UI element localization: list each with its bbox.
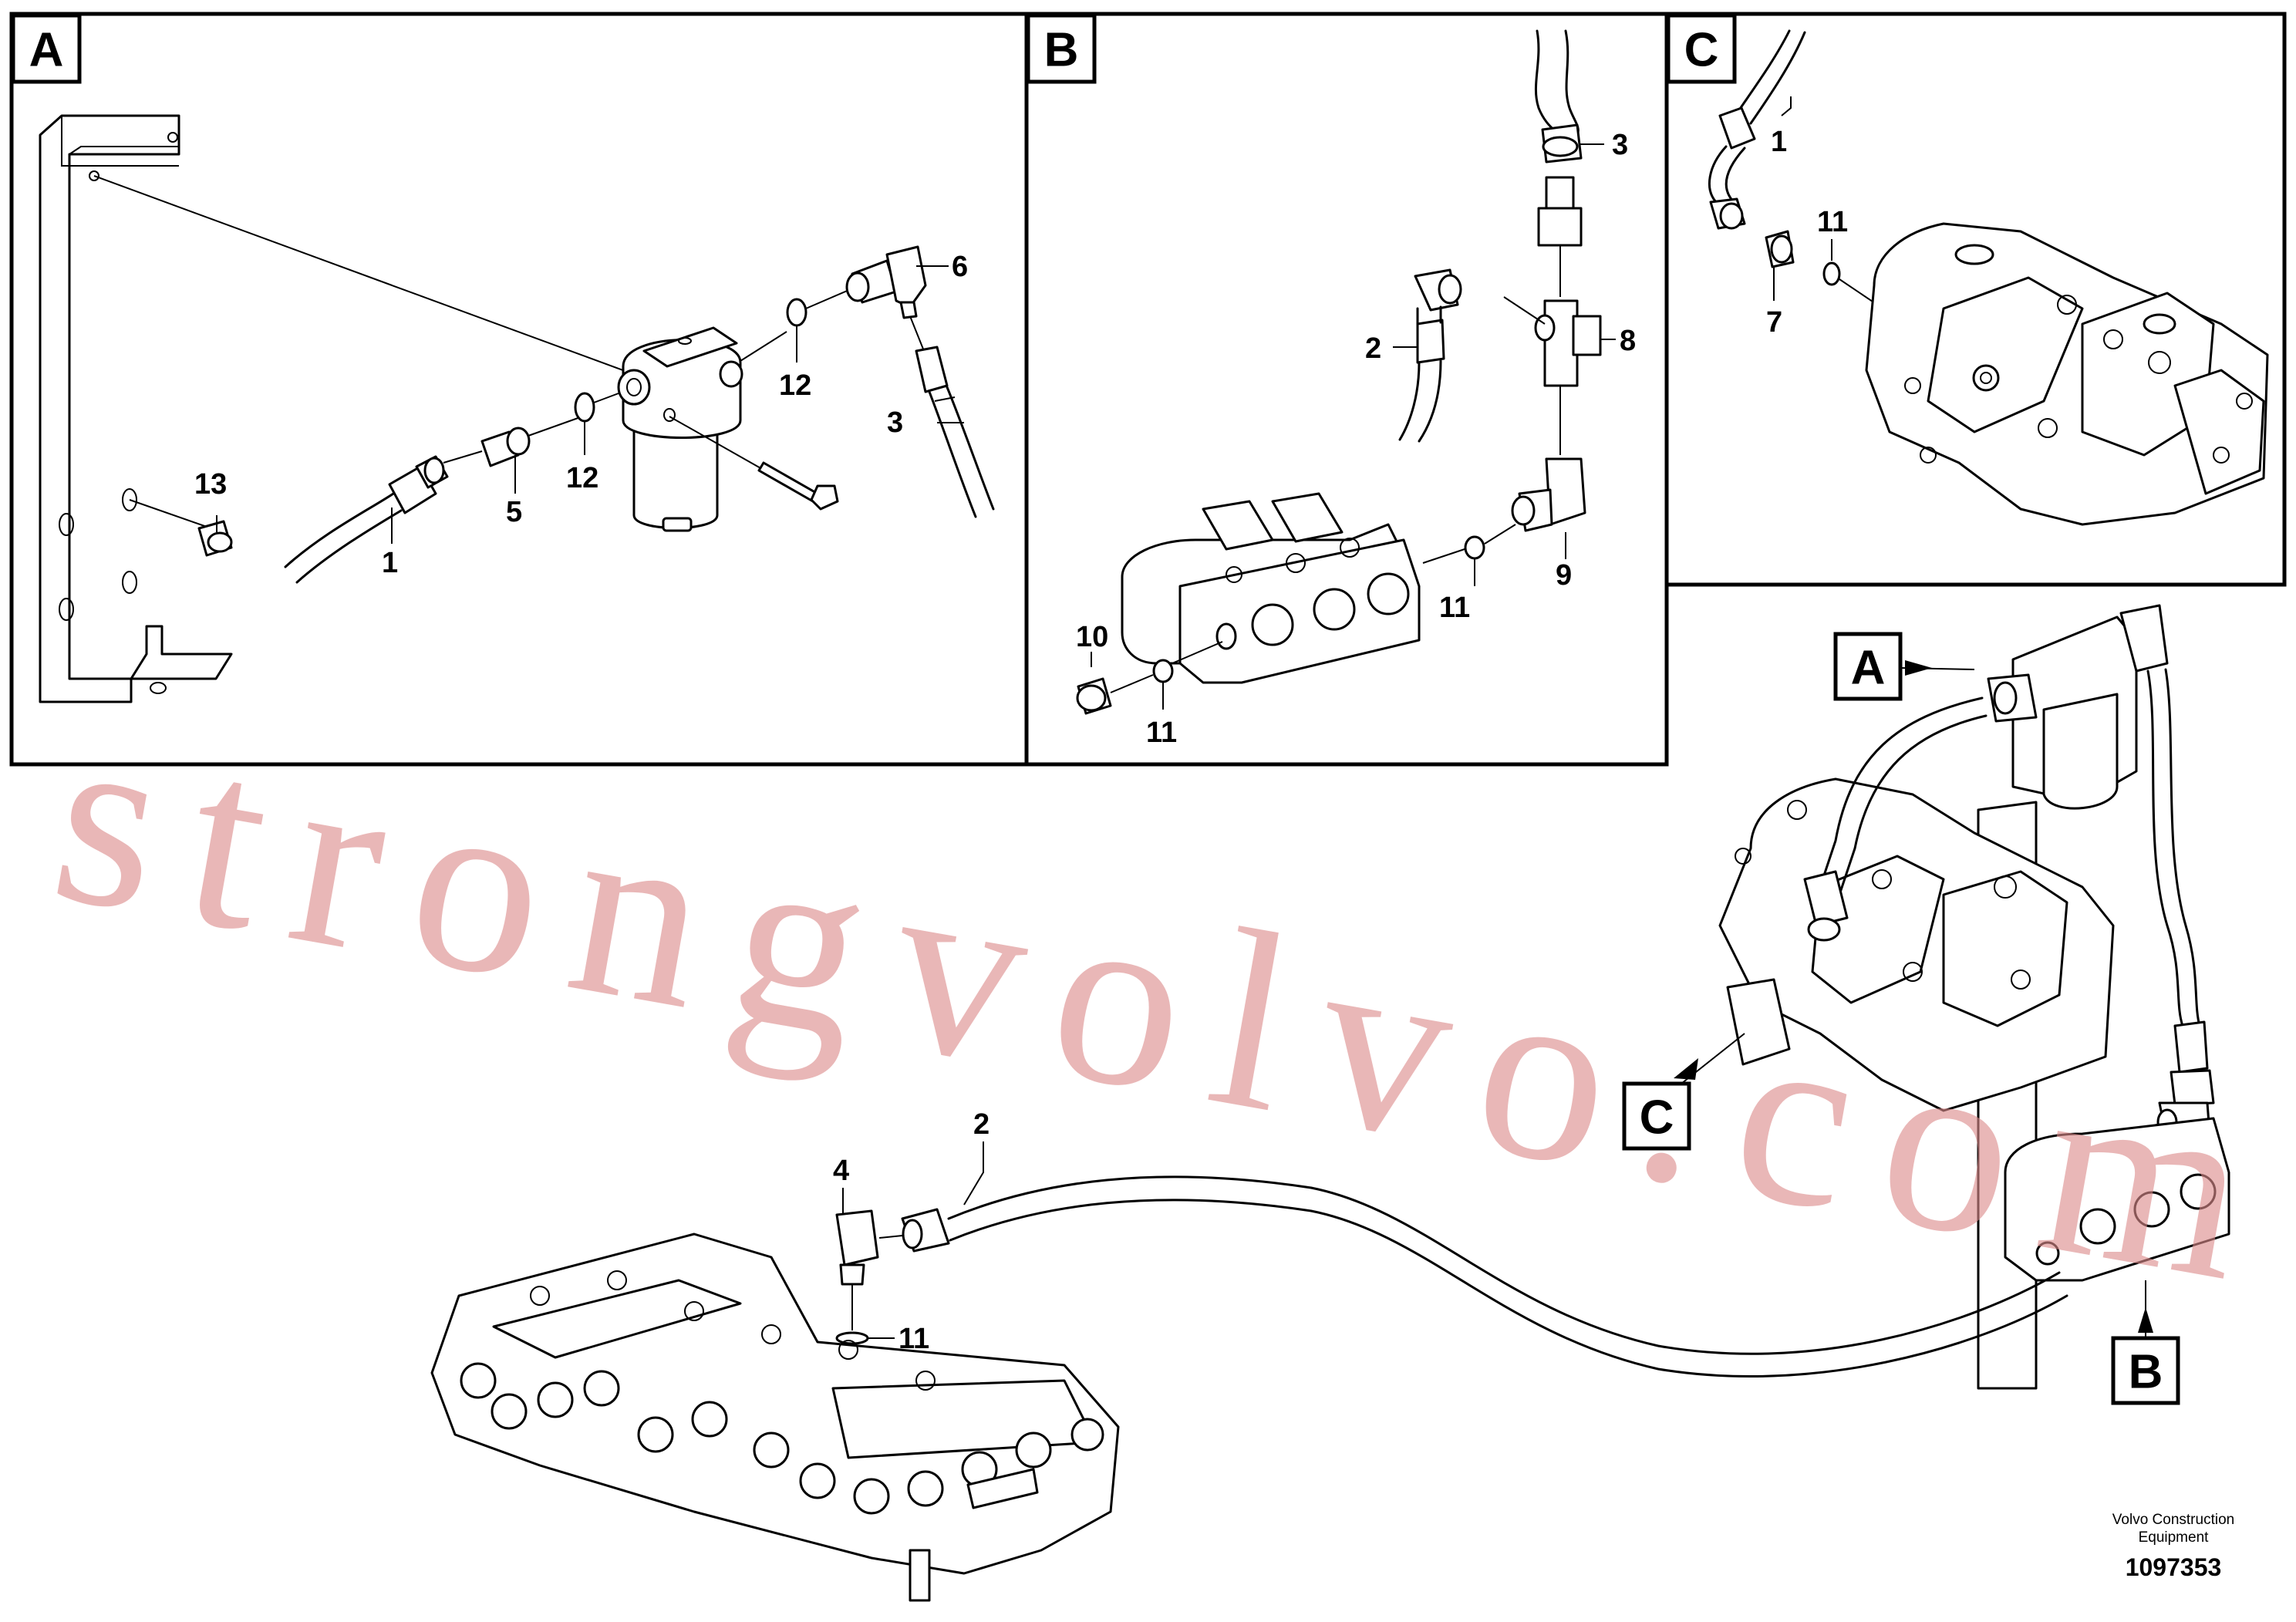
main-assembly: A C B 2 4 11 [430, 604, 2230, 1602]
callout-b-10: 10 [1076, 621, 1108, 653]
svg-text:B: B [2129, 1346, 2163, 1399]
watermark-text: strongvolvo.com [36, 672, 2296, 1340]
watermark: strongvolvo.com [36, 672, 2296, 1340]
callout-a-3: 3 [887, 406, 903, 439]
callout-b-3: 3 [1612, 129, 1628, 161]
callout-a-12-upper: 12 [779, 369, 811, 402]
footer-drawing-number: 1097353 [2126, 1553, 2222, 1581]
callout-b-9: 9 [1556, 559, 1572, 592]
callout-c-11: 11 [1817, 206, 1848, 238]
panel-b-label: B [1044, 24, 1079, 77]
callout-c-1: 1 [1771, 126, 1787, 158]
panel-c-label: C [1684, 24, 1719, 77]
callout-a-6: 6 [952, 251, 968, 283]
control-valve-block [1121, 492, 1421, 684]
callout-b-2: 2 [1365, 332, 1381, 365]
panel-b: B [1024, 12, 1669, 767]
callout-c-7: 7 [1766, 306, 1782, 339]
callout-main-2: 2 [973, 1108, 990, 1141]
panel-a-label: A [29, 24, 64, 77]
svg-text:C: C [1640, 1091, 1674, 1145]
svg-text:A: A [1851, 642, 1886, 695]
main-tag-a: A [1833, 632, 1975, 701]
main-control-valve [430, 1233, 1120, 1602]
callout-a-1: 1 [382, 547, 398, 579]
main-tag-c: C [1622, 1033, 1745, 1151]
panel-c: C [1664, 12, 2287, 587]
callout-a-13: 13 [194, 468, 227, 501]
callout-main-11: 11 [899, 1323, 929, 1355]
footer-company-line2: Equipment [2139, 1529, 2210, 1546]
hydraulic-pump [1865, 222, 2269, 526]
footer-credit: Volvo Construction Equipment 1097353 [2112, 1512, 2234, 1581]
main-tag-b: B [2111, 1280, 2180, 1405]
callout-a-12-lower: 12 [566, 462, 598, 494]
callout-main-4: 4 [833, 1155, 849, 1187]
panel-a: A [9, 12, 1029, 767]
callout-a-5: 5 [506, 496, 522, 528]
mounting-bracket [39, 114, 233, 703]
oil-filter [617, 326, 743, 532]
callout-b-11-right: 11 [1439, 592, 1470, 624]
footer-company-line1: Volvo Construction [2112, 1512, 2234, 1528]
callout-b-11-left: 11 [1146, 717, 1177, 749]
callout-b-8: 8 [1620, 325, 1636, 357]
